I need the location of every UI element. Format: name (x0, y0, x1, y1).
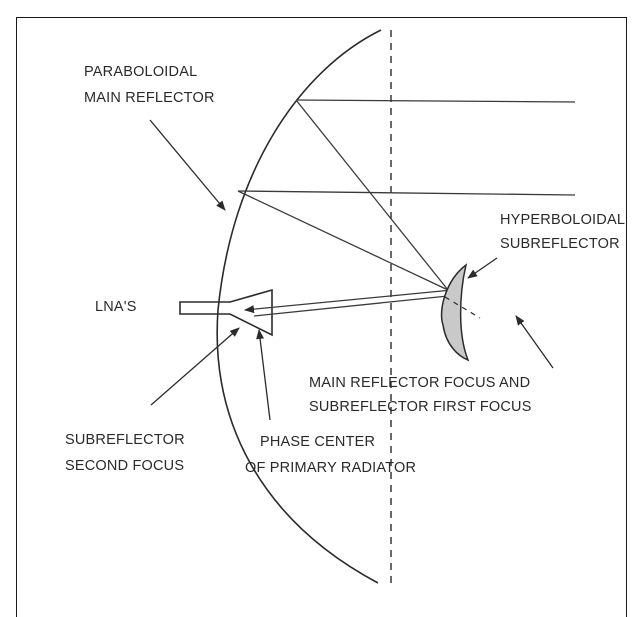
main-reflector-label-line1: PARABOLOIDAL (84, 64, 197, 80)
second-focus-label: SUBREFLECTOR SECOND FOCUS (65, 432, 189, 474)
main-reflector-leader-arrow (149, 119, 226, 211)
focus-label-line2: SUBREFLECTOR FIRST FOCUS (309, 399, 532, 415)
phase-center-label: PHASE CENTER OF PRIMARY RADIATOR (245, 434, 416, 476)
subreflector-label: HYPERBOLOIDAL SUBREFLECTOR (500, 212, 629, 252)
hyperboloidal-subreflector (440, 263, 470, 362)
main-reflector-curve (216, 29, 382, 584)
incoming-ray-top (295, 99, 576, 103)
subreflector-leader-arrow (467, 257, 498, 279)
phase-center-label-line1: PHASE CENTER (260, 434, 375, 450)
focus-leader-arrow (515, 315, 554, 369)
second-focus-label-line1: SUBREFLECTOR (65, 432, 185, 448)
second-focus-leader-arrow (150, 327, 240, 406)
subreflector-label-line2: SUBREFLECTOR (500, 236, 620, 252)
subreflector-label-line1: HYPERBOLOIDAL (500, 212, 625, 228)
phase-center-label-line2: OF PRIMARY RADIATOR (245, 460, 416, 476)
incoming-ray-middle (237, 190, 576, 196)
reflected-ray-middle (237, 190, 449, 291)
main-reflector-label-line2: MAIN REFLECTOR (84, 90, 215, 106)
second-focus-label-line2: SECOND FOCUS (65, 458, 184, 474)
reflected-ray-top (295, 99, 449, 291)
diagram-frame (16, 17, 627, 617)
focus-label: MAIN REFLECTOR FOCUS AND SUBREFLECTOR FI… (309, 375, 535, 415)
main-reflector-label: PARABOLOIDAL MAIN REFLECTOR (84, 64, 215, 106)
subreflector-ray-lower (253, 295, 449, 317)
phase-center-leader-arrow (256, 329, 271, 421)
focus-dashed-line (444, 296, 481, 319)
lna-label: LNA'S (95, 299, 137, 315)
focus-label-line1: MAIN REFLECTOR FOCUS AND (309, 375, 530, 391)
feed-horn (179, 288, 273, 337)
subreflector-ray-upper (244, 289, 453, 314)
